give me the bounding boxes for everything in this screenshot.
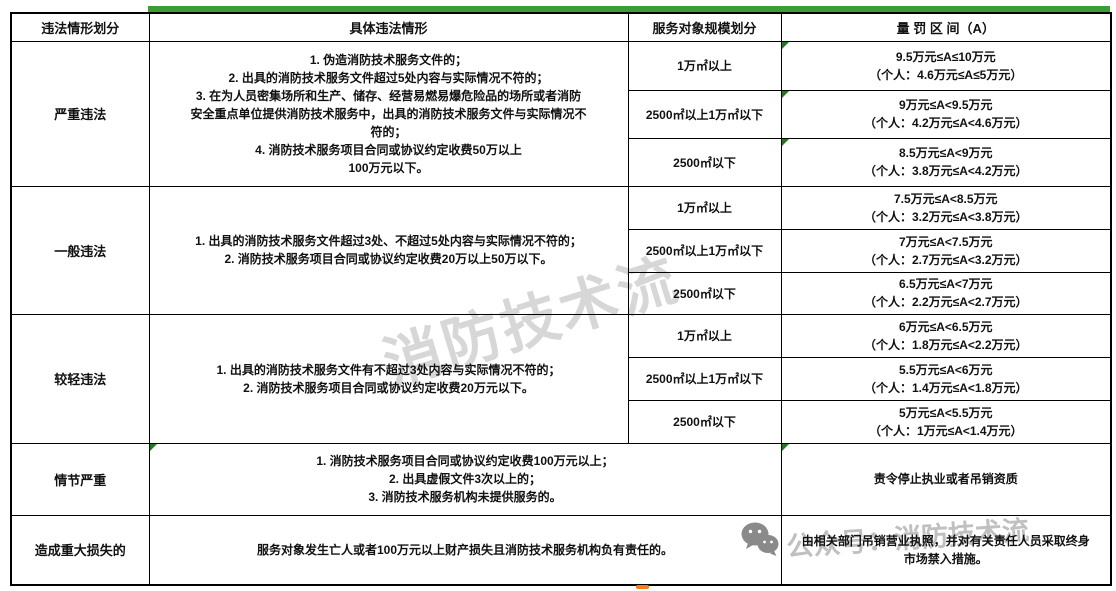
cell-corner-flag-icon [782,139,789,146]
penalty-cell: 9.5万元≤A≤10万元 （个人：4.6万元≤A≤5万元） [780,40,1112,91]
penalty-cell: 7.5万元≤A<8.5万元 （个人：3.2万元≤A<3.8万元） [780,185,1112,230]
cell-corner-flag-icon [782,42,789,49]
scale-cell: 2500㎡以下 [627,137,782,187]
penalty-personal: （个人：3.8万元≤A<4.2万元） [863,164,1028,178]
wechat-icon [741,522,779,556]
penalty-personal: （个人：4.6万元≤A≤5万元） [869,67,1023,82]
penalty-personal: （个人：1.4万元≤A<1.8万元） [863,380,1028,395]
scale-cell: 1万㎡以上 [627,40,782,91]
penalty-range: 5.5万元≤A<6万元 [898,362,993,377]
category-cell-severe: 严重违法 [10,40,150,187]
category-cell-major-loss: 造成重大损失的 [10,514,150,586]
scale-cell: 1万㎡以上 [627,185,782,230]
detail-cell-grave: 1. 消防技术服务项目合同或协议约定收费100万元以上； 2. 出具虚假文件3次… [148,442,782,516]
penalty-personal: （个人：3.2万元≤A<3.8万元） [863,209,1028,224]
scale-cell: 2500㎡以下 [627,399,782,444]
table-row: 2500㎡以下 5万元≤A<5.5万元 （个人：1万元≤A<1.4万元） [11,399,1112,444]
penalty-personal: （个人：2.7万元≤A<3.2万元） [863,252,1028,267]
table-row: 2500㎡以下 6.5万元≤A<7万元 （个人：2.2万元≤A<2.7万元） [11,271,1112,315]
top-accent-bar [148,6,1110,12]
penalty-table: 违法情形划分 具体违法情形 服务对象规模划分 量 罚 区 间（A） 严重违法 1… [10,12,1112,586]
scale-cell: 1万㎡以上 [627,313,782,358]
detail-cell-minor: 1. 出具的消防技术服务文件有不超过3处内容与实际情况不符的； 2. 消防技术服… [148,313,629,444]
category-cell-minor: 较轻违法 [10,313,150,444]
table-row: 2500㎡以上1万㎡以下 7万元≤A<7.5万元 （个人：2.7万元≤A<3.2万… [11,228,1112,273]
penalty-personal: （个人：1.8万元≤A<2.2万元） [863,337,1028,352]
penalty-range: 8.5万元≤A<9万元 [898,146,993,160]
penalty-cell: 5万元≤A<5.5万元 （个人：1万元≤A<1.4万元） [780,399,1112,444]
scale-cell: 2500㎡以上1万㎡以下 [627,228,782,273]
penalty-personal: （个人：4.2万元≤A<4.6万元） [863,116,1028,130]
table-row: 情节严重 1. 消防技术服务项目合同或协议约定收费100万元以上； 2. 出具虚… [10,442,1112,516]
penalty-cell: 由相关部门吊销营业执照，并对有关责任人员采取终身 市场禁入措施。 [780,514,1112,586]
penalty-cell: 8.5万元≤A<9万元 （个人：3.8万元≤A<4.2万元） [780,137,1112,187]
scale-cell: 2500㎡以下 [627,271,782,315]
col-header-violation-detail: 具体违法情形 [148,12,629,42]
table-row: 2500㎡以下 8.5万元≤A<9万元 （个人：3.8万元≤A<4.2万元） [11,137,1112,187]
col-header-violation-category: 违法情形划分 [10,12,150,42]
col-header-penalty-range: 量 罚 区 间（A） [780,12,1112,42]
penalty-cell: 6万元≤A<6.5万元 （个人：1.8万元≤A<2.2万元） [780,313,1112,358]
penalty-cell: 9万元≤A<9.5万元 （个人：4.2万元≤A<4.6万元） [780,89,1112,139]
scale-cell: 2500㎡以上1万㎡以下 [627,356,782,401]
table-row: 一般违法 1. 出具的消防技术服务文件超过3处、不超过5处内容与实际情况不符的；… [10,185,1112,315]
cell-corner-flag-icon [782,91,789,98]
category-cell-general: 一般违法 [10,185,150,315]
orange-underline-mark [636,585,649,589]
penalty-range: 9.5万元≤A≤10万元 [895,49,996,64]
penalty-cell: 5.5万元≤A<6万元 （个人：1.4万元≤A<1.8万元） [780,356,1112,401]
detail-cell-general: 1. 出具的消防技术服务文件超过3处、不超过5处内容与实际情况不符的； 2. 消… [148,185,629,315]
cell-corner-flag-icon [782,444,789,451]
penalty-range: 7.5万元≤A<8.5万元 [893,191,998,206]
col-header-service-scale: 服务对象规模划分 [627,12,782,42]
penalty-cell: 责令停止执业或者吊销资质 [780,442,1112,516]
penalty-range: 7万元≤A<7.5万元 [898,234,993,249]
detail-cell-major-loss: 服务对象发生亡人或者100万元以上财产损失且消防技术服务机构负有责任的。 [148,514,782,586]
table-row: 造成重大损失的 服务对象发生亡人或者100万元以上财产损失且消防技术服务机构负有… [10,514,1112,586]
detail-cell-severe: 1. 伪造消防技术服务文件的； 2. 出具的消防技术服务文件超过5处内容与实际情… [148,40,629,187]
penalty-range: 9万元≤A<9.5万元 [898,98,993,112]
table-row: 2500㎡以上1万㎡以下 5.5万元≤A<6万元 （个人：1.4万元≤A<1.8万… [11,356,1112,401]
penalty-range: 6.5万元≤A<7万元 [898,277,993,291]
header-row: 违法情形划分 具体违法情形 服务对象规模划分 量 罚 区 间（A） [10,12,1112,42]
penalty-personal: （个人：1万元≤A<1.4万元） [868,423,1023,438]
penalty-personal: （个人：2.2万元≤A<2.7万元） [863,295,1028,309]
table-row: 严重违法 1. 伪造消防技术服务文件的； 2. 出具的消防技术服务文件超过5处内… [10,40,1112,187]
penalty-range: 6万元≤A<6.5万元 [898,319,993,334]
penalty-range: 5万元≤A<5.5万元 [898,405,993,420]
penalty-range: 由相关部门吊销营业执照，并对有关责任人员采取终身 市场禁入措施。 [801,533,1090,566]
table-row: 较轻违法 1. 出具的消防技术服务文件有不超过3处内容与实际情况不符的； 2. … [10,313,1112,444]
table-row: 2500㎡以上1万㎡以下 9万元≤A<9.5万元 （个人：4.2万元≤A<4.6万… [11,89,1112,139]
scale-cell: 2500㎡以上1万㎡以下 [627,89,782,139]
cell-corner-flag-icon [150,444,157,451]
penalty-cell: 6.5万元≤A<7万元 （个人：2.2万元≤A<2.7万元） [780,271,1112,315]
category-cell-grave: 情节严重 [10,442,150,516]
detail-text: 1. 消防技术服务项目合同或协议约定收费100万元以上； 2. 出具虚假文件3次… [316,454,614,504]
penalty-range: 责令停止执业或者吊销资质 [873,472,1018,486]
penalty-cell: 7万元≤A<7.5万元 （个人：2.7万元≤A<3.2万元） [780,228,1112,273]
